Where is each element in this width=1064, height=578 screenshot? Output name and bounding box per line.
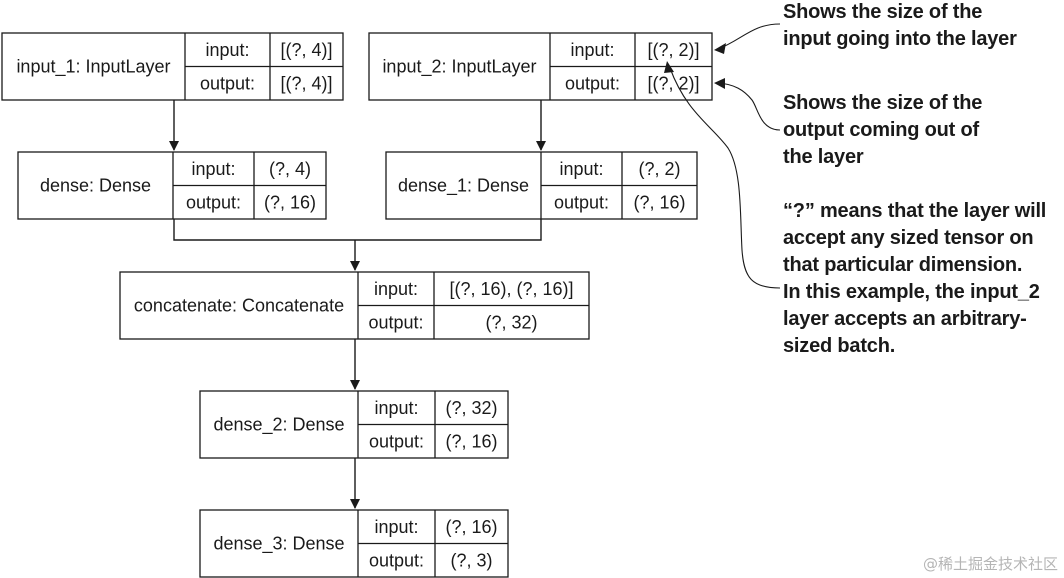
output-size-annotation-line: the layer [783, 146, 864, 168]
layer-name: dense_3: Dense [213, 534, 344, 555]
input-label: input: [559, 159, 603, 179]
layer-node-dense_2: dense_2: Dense input: output: (?, 32) (?, 16… [199, 390, 509, 459]
input-label: input: [374, 279, 418, 299]
output-size-annotation-line: Shows the size of the [783, 92, 983, 114]
input-size-arrowhead [714, 43, 726, 54]
question-mark-connector [669, 67, 781, 289]
output-label: output: [368, 312, 423, 332]
input-label: input: [205, 40, 249, 60]
output-size-annotation: Shows the size of the output coming out … [783, 90, 982, 171]
output-shape: (?, 3) [450, 550, 492, 570]
output-shape: [(?, 4)] [280, 73, 332, 93]
layer-name: dense_2: Dense [213, 415, 344, 436]
input-shape: [(?, 4)] [280, 40, 332, 60]
layer-node-dense_3: dense_3: Dense input: output: (?, 16) (?, 3) [199, 509, 509, 578]
input-size-annotation: Shows the size of the input going into t… [783, 0, 1017, 53]
output-label: output: [186, 192, 241, 212]
output-label: output: [200, 73, 255, 93]
question-mark-annotation-line: that particular dimension. [783, 254, 1023, 276]
layer-node-concatenate: concatenate: Concatenate input: output: [(?… [119, 271, 590, 340]
question-mark-annotation-line: layer accepts an arbitrary- [783, 308, 1027, 330]
layer-name: dense_1: Dense [398, 176, 529, 197]
layer-nodes: input_1: InputLayer input: output: [(?, 4)]… [1, 32, 713, 578]
output-label: output: [369, 550, 424, 570]
output-shape: (?, 32) [485, 312, 537, 332]
layer-node-dense: dense: Dense input: output: (?, 4) (?, 16) [17, 151, 327, 220]
output-label: output: [554, 192, 609, 212]
annotation-connectors [664, 23, 781, 289]
input-label: input: [374, 517, 418, 537]
input-size-connector [717, 23, 781, 50]
layer-node-input_2: input_2: InputLayer input: output: [(?, 2)]… [368, 32, 713, 101]
output-shape: [(?, 2)] [647, 73, 699, 93]
output-shape: (?, 16) [633, 192, 685, 212]
layer-name: concatenate: Concatenate [134, 296, 344, 316]
input-shape: (?, 4) [269, 159, 311, 179]
question-mark-annotation-line: sized batch. [783, 335, 896, 357]
layer-name: input_2: InputLayer [382, 57, 536, 78]
edge-dense_1-concatenate [355, 219, 542, 241]
output-size-connector [717, 82, 781, 131]
input-shape: (?, 2) [638, 159, 680, 179]
input-label: input: [191, 159, 235, 179]
input-shape: [(?, 16), (?, 16)] [449, 279, 573, 299]
edges [169, 100, 546, 509]
output-label: output: [565, 73, 620, 93]
output-shape: (?, 16) [264, 192, 316, 212]
layer-name: input_1: InputLayer [16, 57, 170, 78]
layer-name: dense: Dense [40, 176, 151, 196]
layer-node-dense_1: dense_1: Dense input: output: (?, 2) (?, 16) [385, 151, 698, 220]
question-mark-arrowhead [664, 61, 674, 73]
question-mark-annotation: “?” means that the layer will accept any… [783, 198, 1046, 360]
question-mark-annotation-line: accept any sized tensor on [783, 227, 1034, 249]
edge-dense-concatenate [173, 219, 355, 241]
input-label: input: [570, 40, 614, 60]
output-size-arrowhead [714, 78, 725, 89]
input-shape: (?, 16) [445, 517, 497, 537]
output-label: output: [369, 431, 424, 451]
watermark: @稀土掘金技术社区 [922, 555, 1058, 573]
output-size-annotation-line: output coming out of [783, 119, 979, 141]
input-size-annotation-line: Shows the size of the [783, 1, 983, 23]
input-label: input: [374, 398, 418, 418]
input-size-annotation-line: input going into the layer [783, 28, 1017, 50]
question-mark-annotation-line: “?” means that the layer will [783, 200, 1047, 222]
layer-node-input_1: input_1: InputLayer input: output: [(?, 4)]… [1, 32, 344, 101]
input-shape: [(?, 2)] [647, 40, 699, 60]
input-shape: (?, 32) [445, 398, 497, 418]
output-shape: (?, 16) [445, 431, 497, 451]
question-mark-annotation-line: In this example, the input_2 [783, 281, 1040, 303]
